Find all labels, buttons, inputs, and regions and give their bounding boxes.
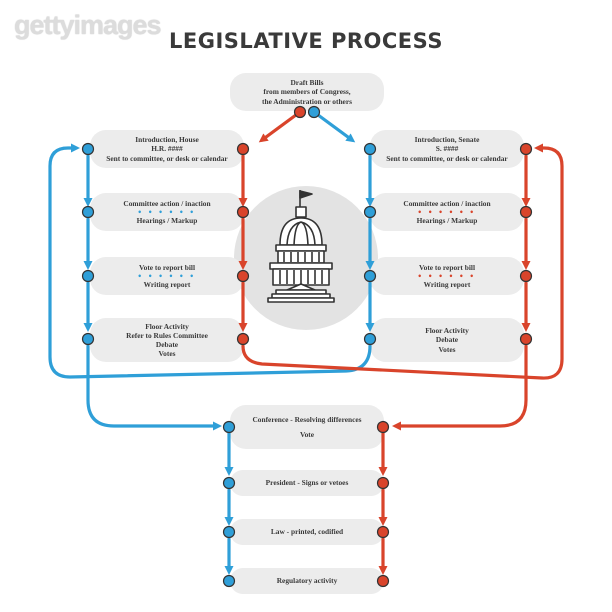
house-floor-line-2: Refer to Rules Committee: [126, 330, 208, 340]
senate-vote-box: Vote to report bill • • • • • • Writing …: [370, 257, 524, 295]
senate-floor-line-3: Votes: [438, 344, 456, 354]
house-introduction-box: Introduction, House H.R. #### Sent to co…: [90, 130, 244, 168]
senate-floor-line-2: Debate: [435, 335, 459, 345]
president-box: President - Signs or vetoes: [230, 470, 384, 496]
capitol-building-icon: [267, 190, 335, 303]
draft-line-1: Draft Bills: [290, 78, 324, 88]
president-text: President - Signs or vetoes: [265, 478, 349, 488]
regulatory-text: Regulatory activity: [276, 576, 338, 586]
senate-floor-box: Floor Activity Debate Votes: [370, 318, 524, 362]
conference-title: Conference - Resolving differences: [252, 414, 362, 424]
house-intro-number: H.R. ####: [151, 144, 183, 154]
house-intro-title: Introduction, House: [135, 135, 199, 145]
senate-committee-title: Committee action / inaction: [403, 198, 491, 208]
senate-committee-dots: • • • • • •: [418, 207, 476, 217]
house-committee-dots: • • • • • •: [138, 207, 196, 217]
law-box: Law - printed, codified: [230, 519, 384, 545]
law-text: Law - printed, codified: [270, 527, 344, 537]
senate-vote-dots: • • • • • •: [418, 271, 476, 281]
house-floor-line-3: Debate: [155, 340, 179, 349]
house-committee-box: Committee action / inaction • • • • • • …: [90, 193, 244, 231]
house-vote-title: Vote to report bill: [138, 262, 196, 272]
senate-committee-detail: Hearings / Markup: [416, 216, 478, 225]
regulatory-box: Regulatory activity: [230, 568, 384, 594]
senate-intro-detail: Sent to committee, or desk or calendar: [386, 153, 508, 163]
senate-intro-number: S. ####: [435, 144, 459, 154]
senate-floor-title: Floor Activity: [425, 326, 469, 336]
senate-vote-title: Vote to report bill: [418, 262, 476, 272]
draft-line-3: the Administration or others: [262, 96, 352, 106]
draft-line-2: from members of Congress,: [263, 87, 351, 97]
senate-introduction-box: Introduction, Senate S. #### Sent to com…: [370, 130, 524, 168]
flow-nodes: [81, 105, 533, 588]
senate-vote-detail: Writing report: [423, 280, 471, 289]
house-floor-box: Floor Activity Refer to Rules Committee …: [90, 318, 244, 362]
house-committee-title: Committee action / inaction: [123, 198, 211, 208]
draft-bills-box: Draft Bills from members of Congress, th…: [230, 73, 384, 111]
house-floor-title: Floor Activity: [145, 321, 189, 331]
senate-committee-box: Committee action / inaction • • • • • • …: [370, 193, 524, 231]
house-vote-dots: • • • • • •: [138, 271, 196, 281]
house-intro-detail: Sent to committee, or desk or calendar: [106, 153, 228, 163]
house-vote-box: Vote to report bill • • • • • • Writing …: [90, 257, 244, 295]
page-title: LEGISLATIVE PROCESS: [169, 29, 443, 53]
senate-intro-title: Introduction, Senate: [414, 135, 480, 145]
house-committee-detail: Hearings / Markup: [136, 216, 198, 225]
house-floor-line-4: Votes: [158, 349, 176, 359]
conference-box: Conference - Resolving differences Vote: [230, 405, 384, 449]
house-vote-detail: Writing report: [143, 280, 191, 289]
watermark-logo: gettyimages: [14, 10, 162, 40]
conference-vote: Vote: [299, 430, 315, 439]
